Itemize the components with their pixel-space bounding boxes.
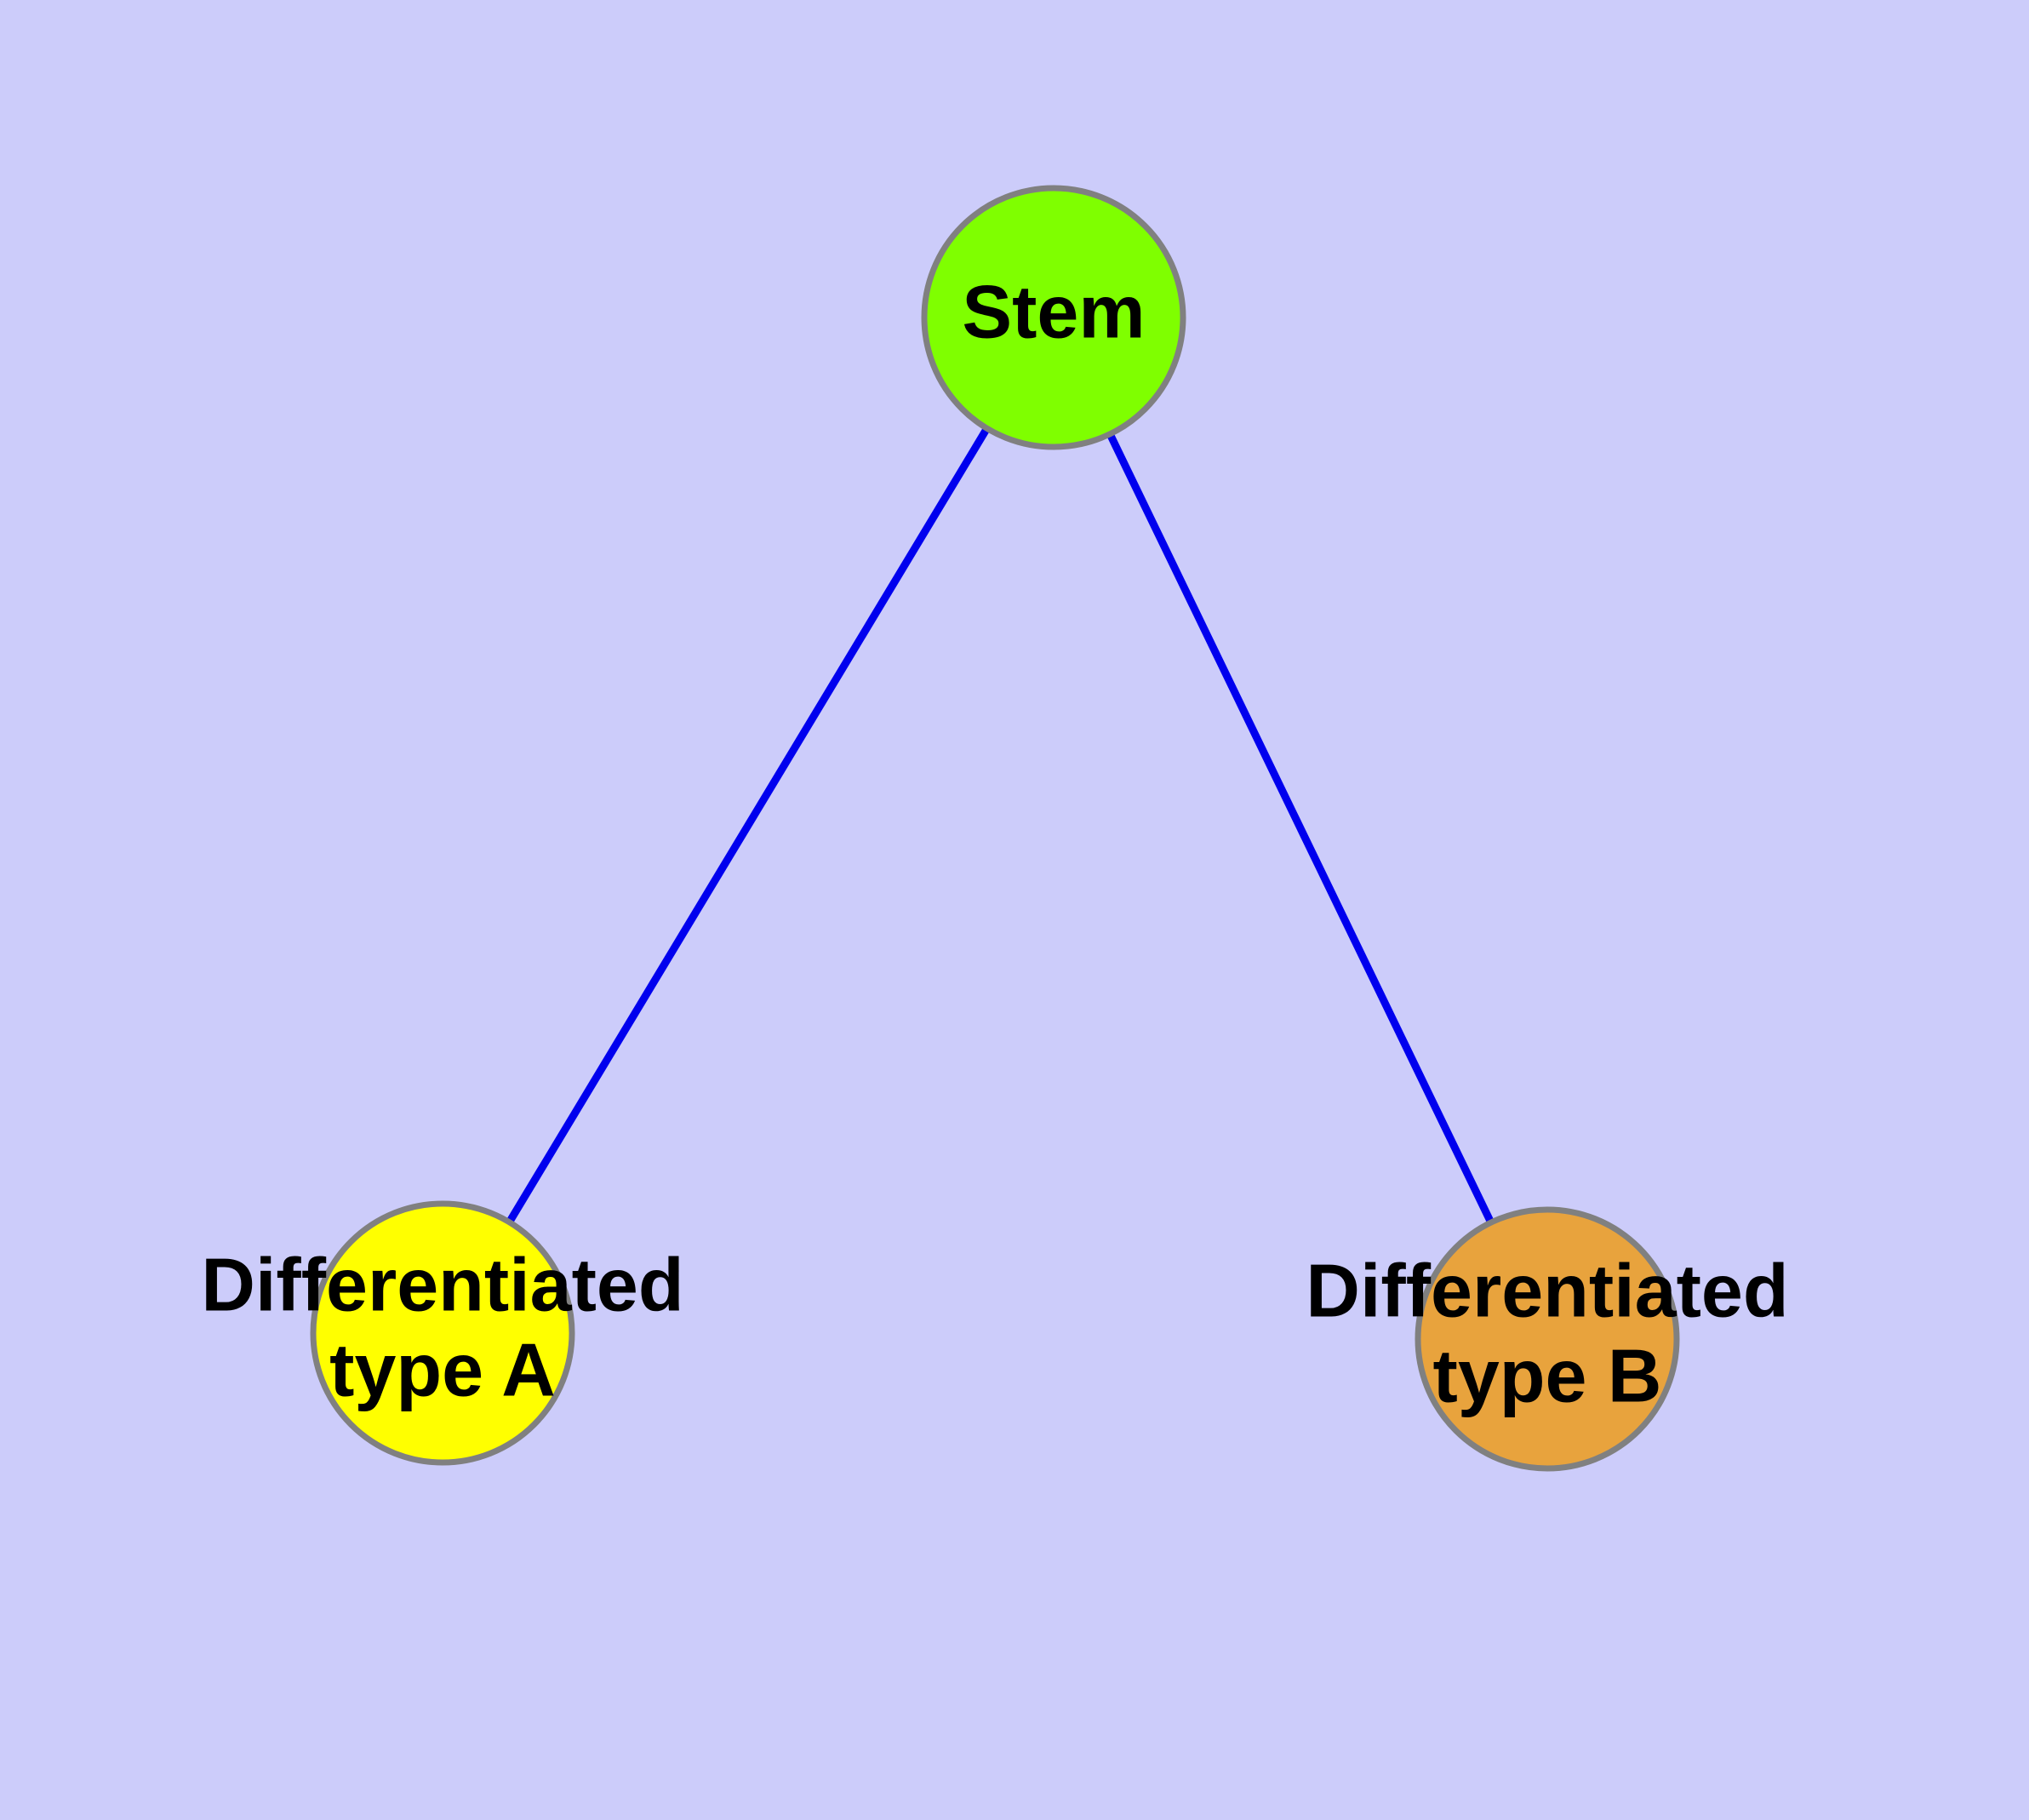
nodes-layer	[310, 185, 1680, 1472]
node-diff-type-b[interactable]	[1415, 1206, 1680, 1472]
node-label-diff-type-a-line-2: type A	[329, 1327, 556, 1411]
node-label-diff-type-b-line-1: Differentiated	[1306, 1248, 1788, 1332]
node-label-stem: Stem	[962, 269, 1145, 353]
node-stem[interactable]	[921, 185, 1186, 450]
edges-layer	[439, 315, 1552, 1341]
node-label-diff-type-b-line-2: type B	[1433, 1333, 1662, 1417]
edge-stem-to-type-a[interactable]	[439, 315, 1057, 1336]
edge-stem-to-type-b[interactable]	[1049, 316, 1552, 1341]
node-label-stem-line-1: Stem	[962, 269, 1145, 353]
node-diff-type-a[interactable]	[310, 1200, 575, 1466]
node-label-diff-type-a-line-1: Differentiated	[201, 1242, 683, 1326]
